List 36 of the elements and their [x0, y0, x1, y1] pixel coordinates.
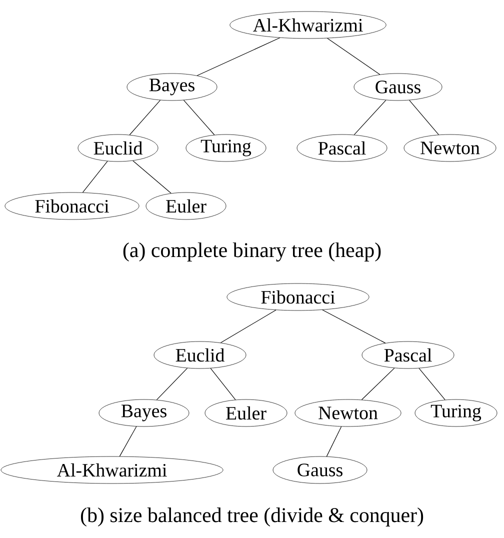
- tree-edge: [82, 160, 108, 193]
- tree-edge: [210, 368, 236, 400]
- tree-node: Newton: [404, 134, 496, 162]
- tree-node: Bayes: [98, 399, 190, 427]
- caption: (b) size balanced tree (divide & conquer): [80, 508, 424, 526]
- tree-node: Fibonacci: [226, 283, 370, 311]
- tree-edge: [220, 310, 276, 344]
- tree-edge: [119, 426, 137, 457]
- tree-edge: [196, 37, 280, 76]
- tree-edge: [183, 100, 215, 136]
- tree-node: Euler: [204, 399, 288, 427]
- tree-edge: [361, 368, 395, 400]
- tree-edge: [156, 368, 188, 400]
- tree-node: Euclid: [154, 341, 246, 369]
- tree-node: Bayes: [126, 73, 218, 101]
- tree-node: Al-Khwarizmi: [0, 456, 224, 484]
- tree-node: Turing: [414, 399, 498, 427]
- tree-node: Turing: [186, 134, 266, 162]
- tree-node: Fibonacci: [4, 192, 140, 220]
- tree-node: Euler: [146, 192, 226, 220]
- tree-node: Euclid: [78, 134, 158, 162]
- tree-edge: [418, 368, 446, 400]
- tree-node: Al-Khwarizmi: [230, 11, 386, 39]
- tree-edge: [326, 426, 342, 457]
- tree-node: Gauss: [272, 456, 368, 484]
- caption: (a) complete binary tree (heap): [123, 242, 381, 262]
- tree-edge: [326, 38, 380, 75]
- tree-node: Pascal: [296, 134, 388, 162]
- tree-node: Pascal: [362, 341, 454, 369]
- tree-edge: [354, 100, 386, 136]
- tree-edge: [132, 160, 172, 194]
- tree-edge: [322, 310, 386, 344]
- tree-node: Newton: [294, 399, 402, 427]
- tree-edge: [409, 100, 439, 136]
- tree-edge: [129, 100, 161, 136]
- tree-node: Gauss: [354, 73, 442, 101]
